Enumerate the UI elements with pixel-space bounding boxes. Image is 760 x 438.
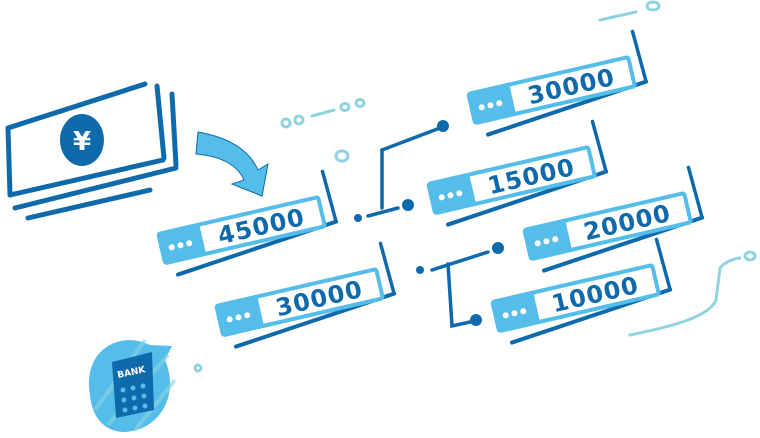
- dots-icon: [502, 312, 509, 319]
- banknote-icon: ¥: [5, 81, 179, 221]
- card-value-box: [565, 195, 689, 248]
- card-value-box: [469, 149, 593, 202]
- decoration: [193, 0, 757, 373]
- account-card: 15000: [426, 119, 609, 227]
- connector-lines: [366, 126, 490, 329]
- account-card: 45000: [156, 169, 339, 277]
- yen-coin-icon: [60, 114, 104, 166]
- dots-icon: [226, 316, 233, 323]
- dots-icon: [438, 194, 445, 201]
- account-card: 30000: [214, 241, 397, 349]
- dots-icon: [168, 244, 175, 251]
- card-value-box: [533, 267, 657, 320]
- card-value-box: [199, 199, 323, 252]
- bank-bubble: BANK: [88, 338, 177, 432]
- card-value-box: [257, 271, 381, 324]
- account-card: 30000: [466, 29, 649, 137]
- dots-icon: [534, 240, 541, 247]
- card-value-box: [509, 59, 633, 112]
- curved-arrow-icon: [195, 131, 269, 197]
- connector-dots: [354, 120, 504, 326]
- yen-symbol: ¥: [73, 127, 91, 157]
- dots-icon: [478, 104, 485, 111]
- account-card: 10000: [490, 237, 673, 345]
